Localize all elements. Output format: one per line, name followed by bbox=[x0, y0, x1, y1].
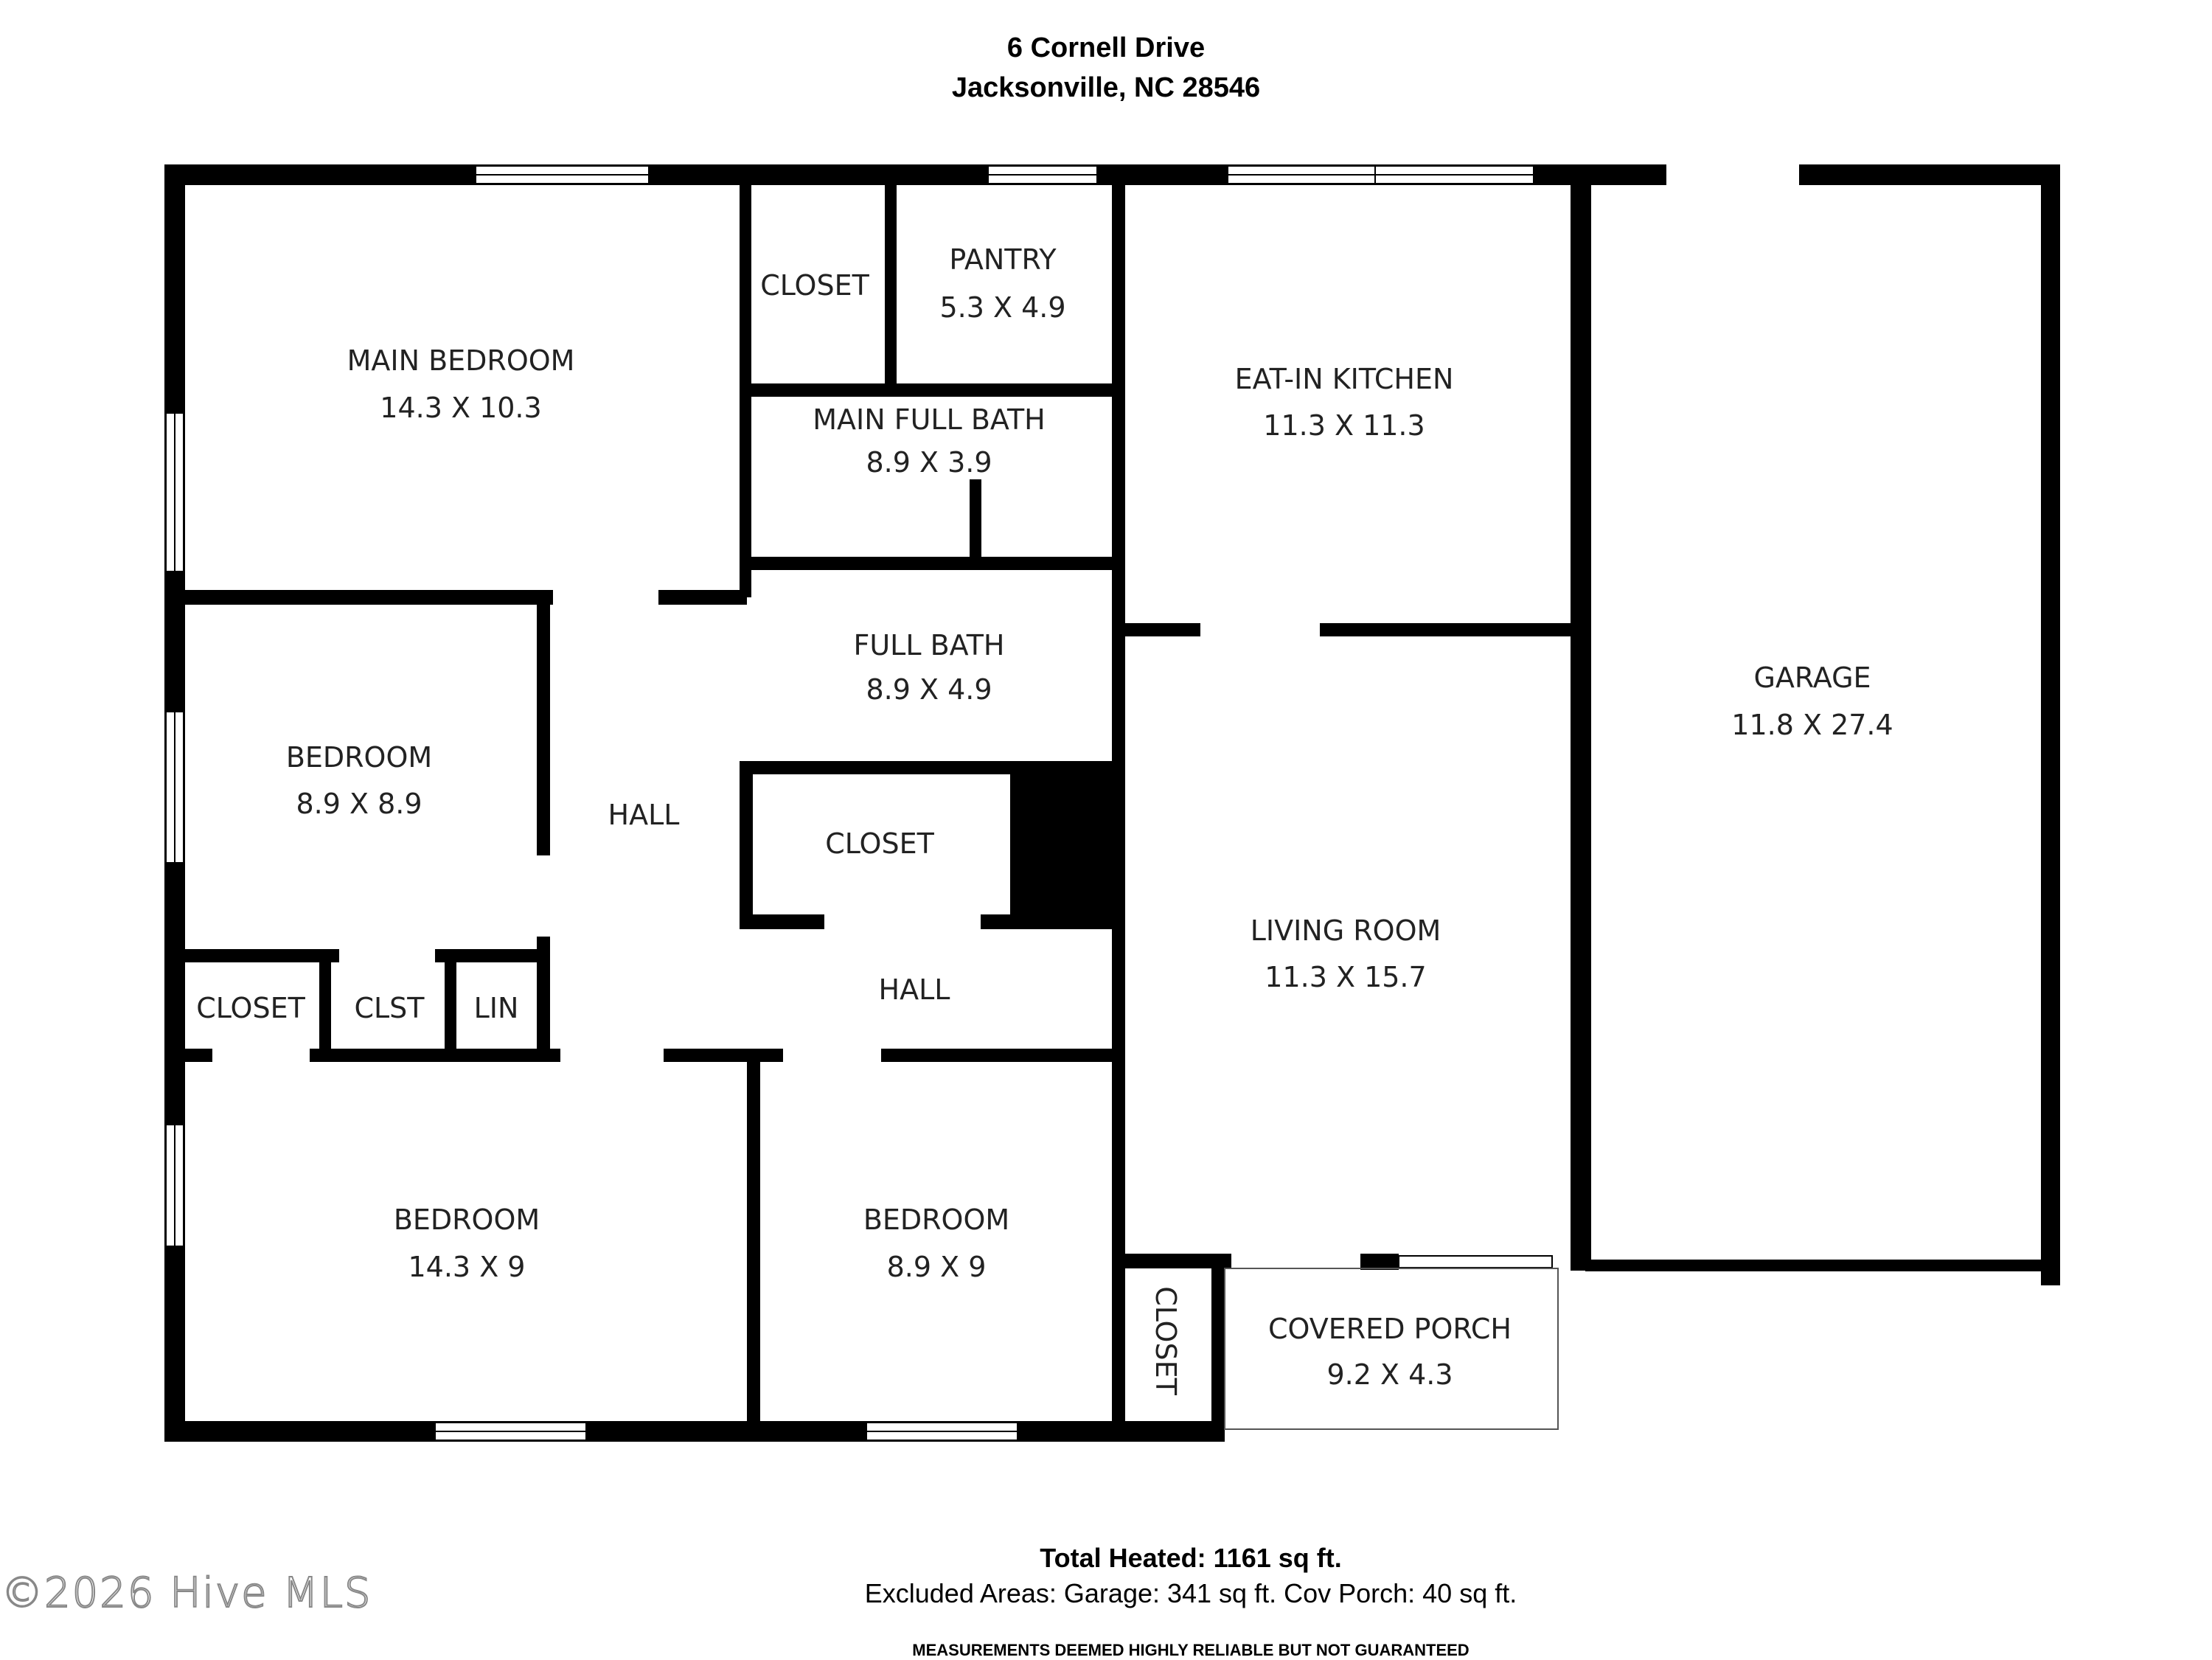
porch-name: COVERED PORCH bbox=[1268, 1313, 1512, 1345]
closet-small-name: CLOSET bbox=[1150, 1286, 1182, 1395]
bedroom-3-dims: 14.3 X 9 bbox=[408, 1251, 526, 1283]
hall-lower-name: HALL bbox=[879, 973, 950, 1006]
excluded-areas: Excluded Areas: Garage: 341 sq ft. Cov P… bbox=[864, 1578, 1517, 1608]
closet-left-name: CLOSET bbox=[196, 992, 305, 1024]
main-bedroom-dims: 14.3 X 10.3 bbox=[380, 392, 541, 424]
total-heated: Total Heated: 1161 sq ft. bbox=[0, 1543, 2212, 1574]
full-bath-name: FULL BATH bbox=[854, 629, 1005, 661]
bedroom-2-name: BEDROOM bbox=[286, 741, 432, 774]
main-bath-name: MAIN FULL BATH bbox=[813, 403, 1046, 436]
bedroom-3-name: BEDROOM bbox=[394, 1204, 540, 1236]
closet-main-name: CLOSET bbox=[760, 269, 869, 302]
bedroom-4-name: BEDROOM bbox=[863, 1204, 1009, 1236]
hall-upper-name: HALL bbox=[608, 799, 680, 831]
pantry-dims: 5.3 X 4.9 bbox=[939, 291, 1065, 324]
kitchen-name: EAT-IN KITCHEN bbox=[1235, 363, 1454, 395]
living-room-name: LIVING ROOM bbox=[1251, 914, 1441, 947]
kitchen-dims: 11.3 X 11.3 bbox=[1263, 409, 1425, 442]
bedroom-4-dims: 8.9 X 9 bbox=[887, 1251, 987, 1283]
pantry-name: PANTRY bbox=[949, 243, 1057, 276]
disclaimer: MEASUREMENTS DEEMED HIGHLY RELIABLE BUT … bbox=[912, 1641, 1470, 1659]
closet-hall-name: CLOSET bbox=[825, 827, 934, 860]
garage-dims: 11.8 X 27.4 bbox=[1731, 709, 1893, 741]
porch-dims: 9.2 X 4.3 bbox=[1326, 1358, 1453, 1391]
watermark: ©2026 Hive MLS bbox=[1, 1569, 372, 1618]
address-line-1: 6 Cornell Drive bbox=[1006, 32, 1206, 63]
clst-name: CLST bbox=[354, 992, 425, 1024]
garage-name: GARAGE bbox=[1753, 661, 1871, 694]
living-room-dims: 11.3 X 15.7 bbox=[1265, 961, 1426, 993]
bedroom-2-dims: 8.9 X 8.9 bbox=[296, 788, 422, 820]
lin-name: LIN bbox=[474, 992, 519, 1024]
address-line-2: Jacksonville, NC 28546 bbox=[951, 72, 1261, 103]
total-heated-value: 1161 sq ft. bbox=[1213, 1543, 1342, 1573]
covered-porch-outline bbox=[1224, 1268, 1559, 1430]
main-bath-dims: 8.9 X 3.9 bbox=[866, 446, 992, 479]
total-heated-label: Total Heated: bbox=[1040, 1543, 1206, 1573]
main-bedroom-name: MAIN BEDROOM bbox=[347, 344, 575, 377]
window-sills bbox=[174, 174, 1534, 1432]
full-bath-dims: 8.9 X 4.9 bbox=[866, 673, 992, 706]
